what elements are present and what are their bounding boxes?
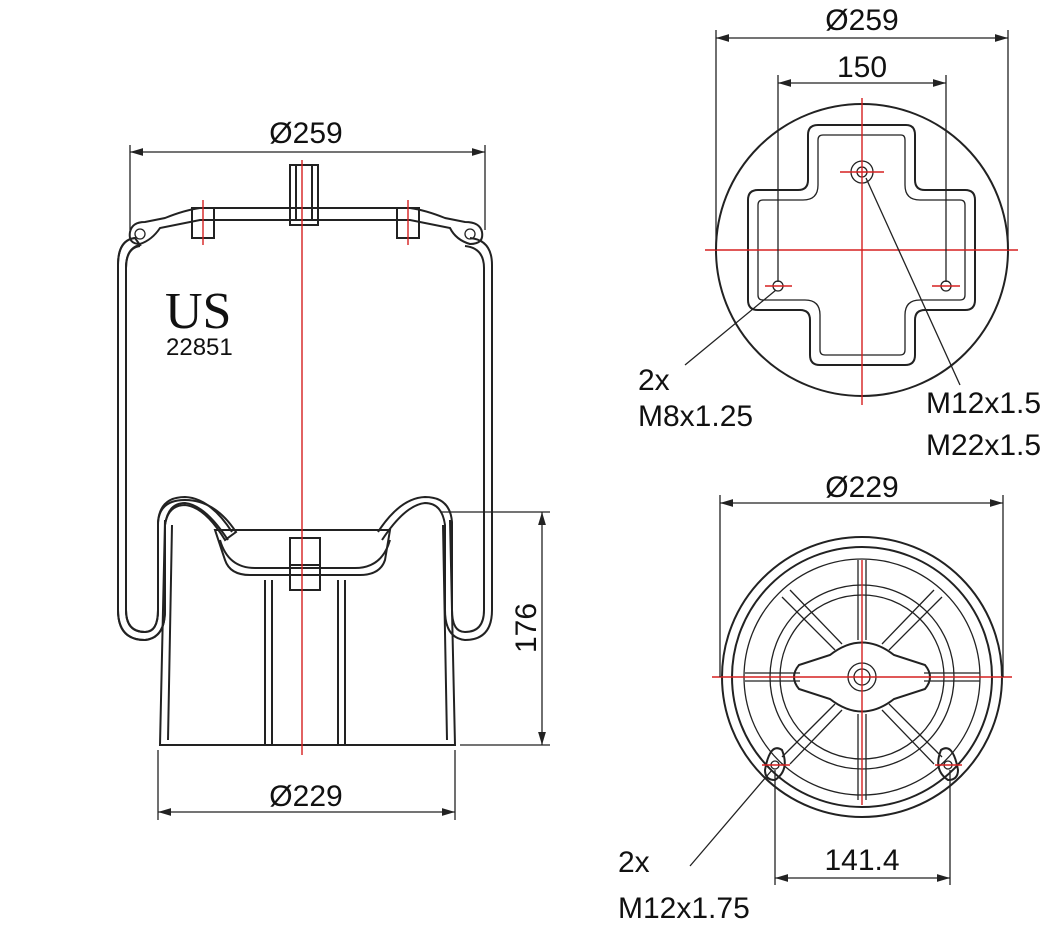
top-view-bolt-spacing: 150: [837, 51, 887, 84]
cross-plate: [747, 124, 976, 366]
height-dimension: 176: [510, 603, 543, 653]
callout-m12-175-thread: M12x1.75: [618, 892, 750, 925]
callout-m8-qty: 2x: [638, 364, 670, 397]
callout-m8-thread: M8x1.25: [638, 400, 753, 433]
brand-logo: US: [165, 283, 231, 340]
piston: [158, 519, 457, 746]
top-plate: [128, 207, 484, 246]
bottom-view-bolt-spacing: 141.4: [824, 844, 899, 877]
callout-m12-175-qty: 2x: [618, 846, 650, 879]
callout-m12-thread: M12x1.5: [926, 387, 1041, 420]
side-view: US 22851 Ø259 Ø229 176: [117, 117, 550, 820]
top-view: Ø259 150 2x M8x1.25 M12x1.5 M22x1.5: [638, 4, 1041, 462]
bottom-diameter-dimension: Ø229: [269, 780, 342, 813]
part-number: 22851: [166, 334, 233, 361]
bottom-view-diameter-dimension: Ø229: [825, 471, 898, 504]
bottom-view: Ø229 141.4 2x M12x1.75: [618, 471, 1012, 925]
top-diameter-dimension: Ø259: [269, 117, 342, 150]
top-view-diameter-dimension: Ø259: [825, 4, 898, 37]
callout-m22-thread: M22x1.5: [926, 429, 1041, 462]
